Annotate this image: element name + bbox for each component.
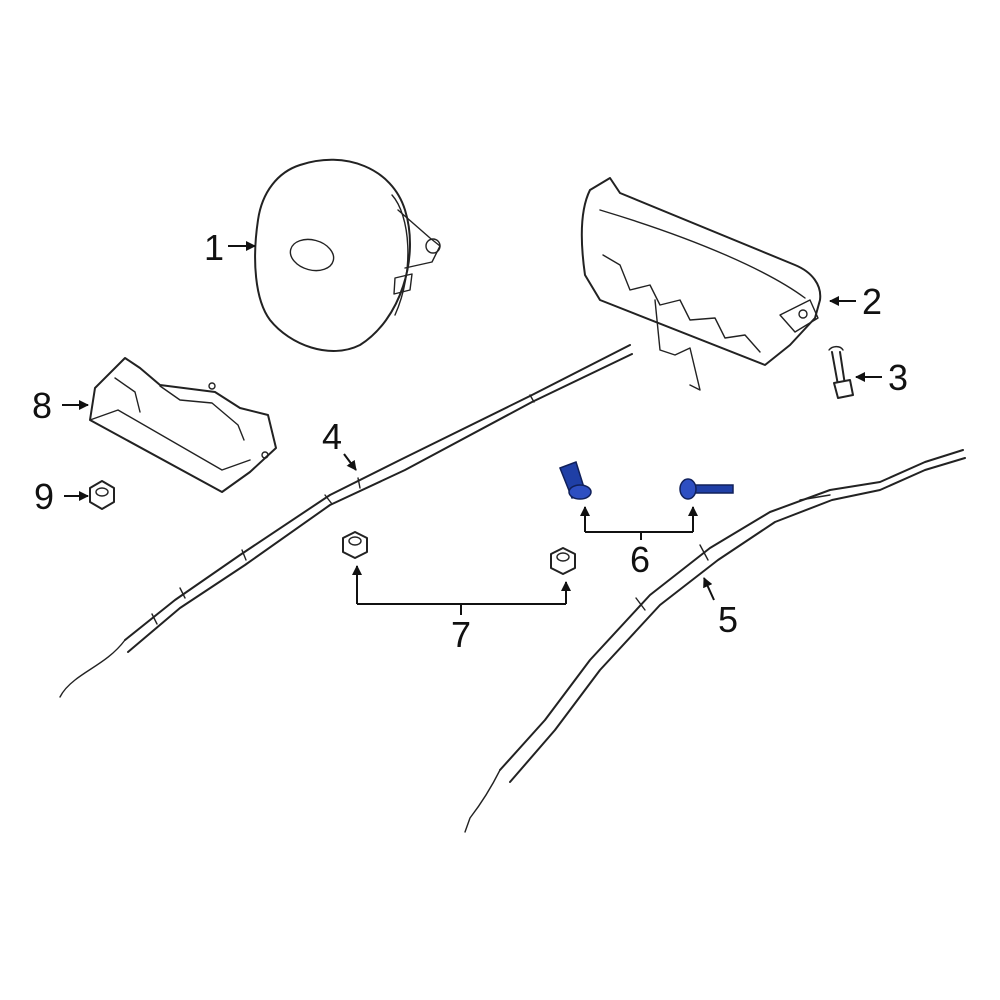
- callout-4-label: 4: [322, 416, 342, 457]
- leader-7: [352, 565, 571, 615]
- curtain-airbag-left-part[interactable]: [59, 344, 633, 698]
- leader-6: [580, 506, 698, 540]
- bolts-part-6[interactable]: [559, 461, 734, 500]
- callout-8-label: 8: [32, 385, 52, 426]
- nuts-part-7[interactable]: [342, 531, 576, 575]
- callout-7-label: 7: [451, 614, 471, 655]
- curtain-airbag-right-part[interactable]: [464, 449, 966, 833]
- callout-2-label: 2: [862, 281, 882, 322]
- callout-9-label: 9: [34, 476, 54, 517]
- passenger-airbag-part[interactable]: [580, 177, 822, 391]
- callout-3-label: 3: [888, 357, 908, 398]
- knee-airbag-part[interactable]: [89, 357, 277, 493]
- nut-part-9[interactable]: [89, 480, 115, 510]
- callout-5-label: 5: [718, 599, 738, 640]
- driver-airbag-part[interactable]: [254, 158, 441, 352]
- bolt-part-3[interactable]: [828, 345, 854, 399]
- leader-4: [343, 453, 357, 471]
- leader-5: [703, 577, 715, 601]
- callout-6-label: 6: [630, 539, 650, 580]
- callout-1-label: 1: [204, 227, 224, 268]
